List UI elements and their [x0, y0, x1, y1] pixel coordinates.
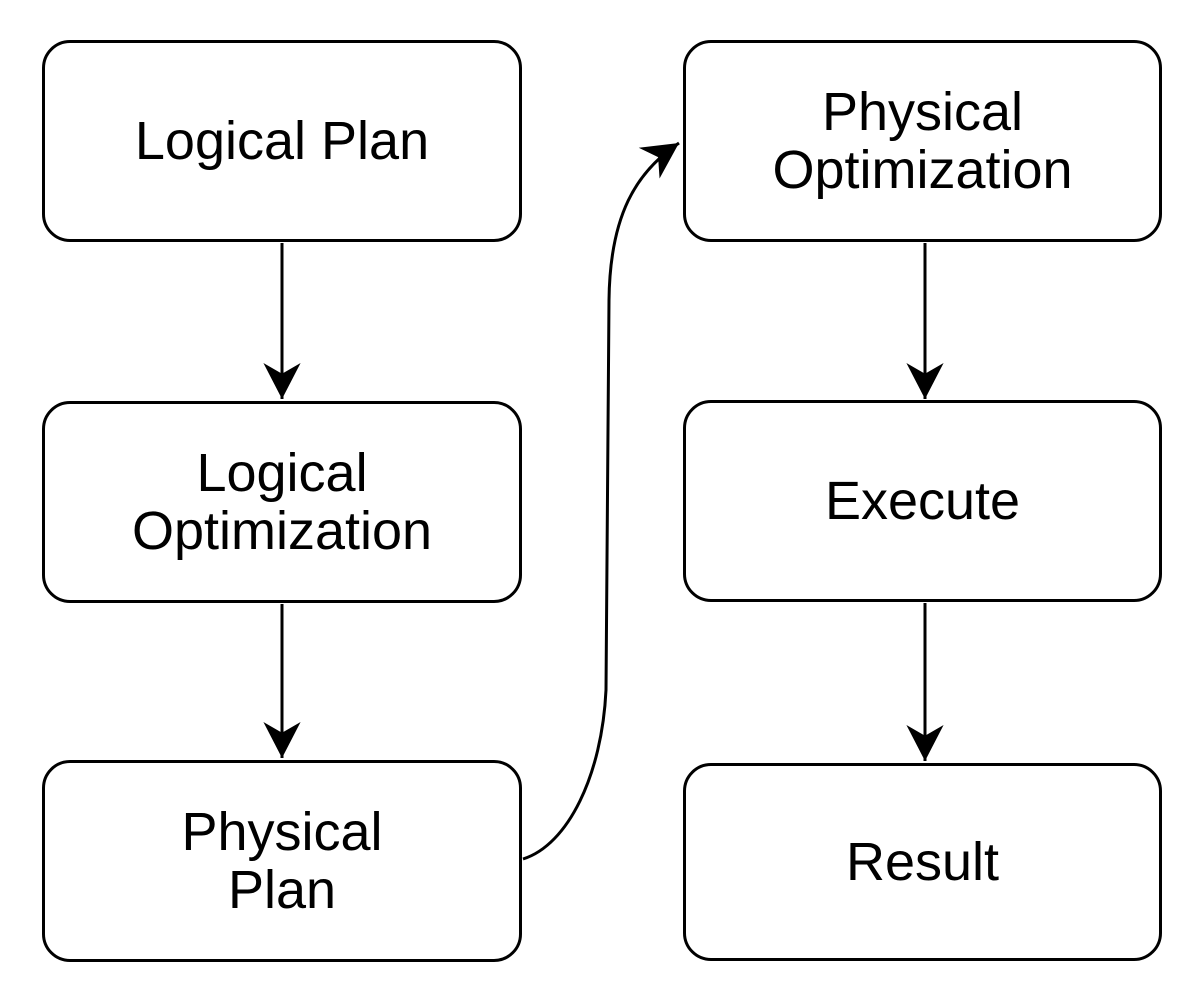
node-physical-optimization-label: Physical Optimization: [772, 81, 1073, 200]
node-execute-label: Execute: [824, 470, 1021, 531]
node-logical-optimization-label: Logical Optimization: [131, 442, 433, 561]
node-physical-optimization: Physical Optimization: [683, 40, 1162, 242]
node-physical-plan: Physical Plan: [42, 760, 522, 962]
edge-physical-plan-to-physical-optimization: [522, 141, 680, 861]
node-logical-plan-label: Logical Plan: [134, 110, 430, 171]
node-physical-plan-label: Physical Plan: [181, 801, 383, 920]
node-logical-plan: Logical Plan: [42, 40, 522, 242]
node-logical-optimization: Logical Optimization: [42, 401, 522, 603]
node-execute: Execute: [683, 400, 1162, 602]
node-result-label: Result: [845, 831, 1000, 892]
node-result: Result: [683, 763, 1162, 961]
